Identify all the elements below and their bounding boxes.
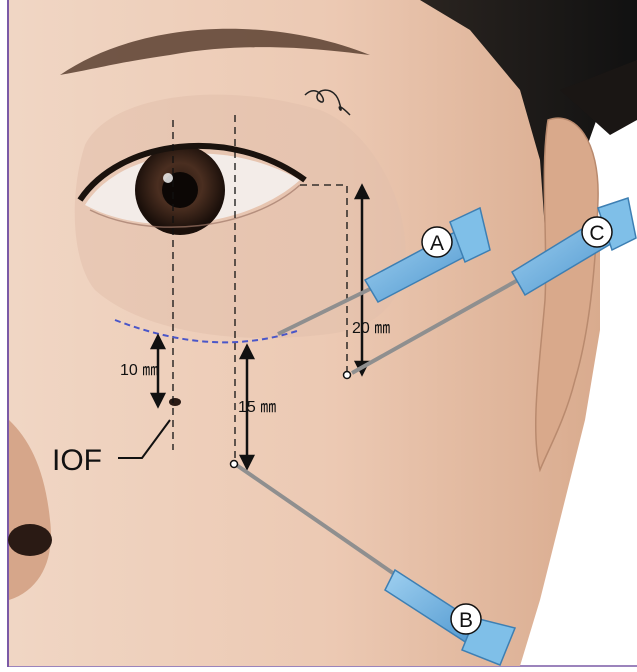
nostril	[8, 524, 52, 556]
label-iof: IOF	[52, 444, 102, 477]
needle-b-label: B	[459, 609, 473, 632]
label-15mm: 15 ㎜	[238, 399, 276, 416]
needle-a-label: A	[430, 232, 444, 255]
needle-c-label: C	[589, 222, 604, 245]
iof-foramen	[169, 398, 181, 406]
label-10mm: 10 ㎜	[120, 362, 158, 379]
label-20mm: 20 ㎜	[352, 320, 390, 337]
